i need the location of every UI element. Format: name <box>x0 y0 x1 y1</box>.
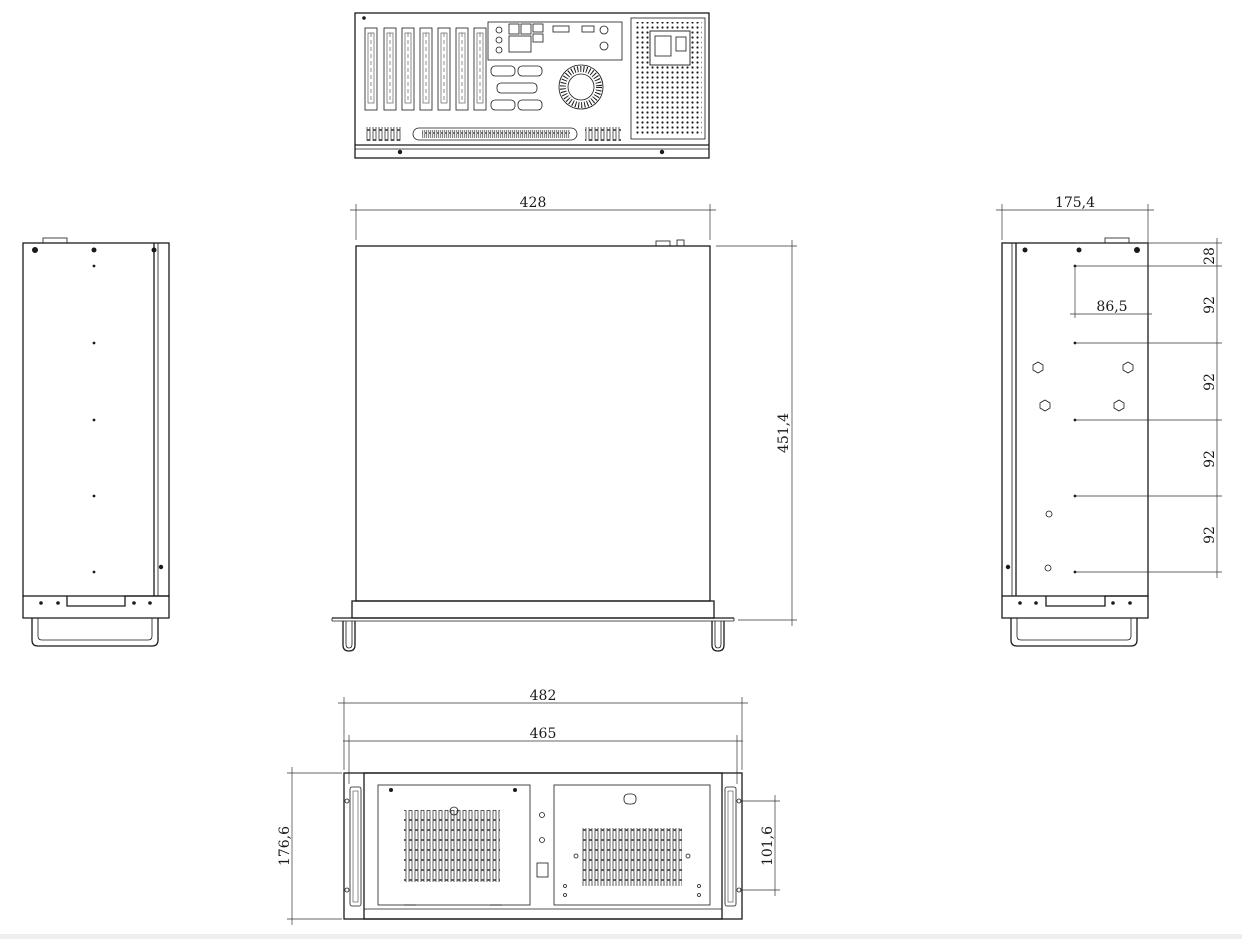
rear-fan <box>558 64 604 110</box>
expansion-slots <box>364 27 487 111</box>
dim-top-width: 428 <box>520 195 547 211</box>
right-side-view: 175,4 86,5 28 92 92 92 92 <box>996 195 1222 647</box>
dim-front-flange-width: 482 <box>530 688 557 704</box>
dim-side-offset-top: 28 <box>1202 247 1218 265</box>
bottom-edge <box>0 934 1242 939</box>
dim-front-handle-height: 101,6 <box>760 826 776 866</box>
rear-vents <box>365 127 621 141</box>
serial-connectors <box>490 65 543 111</box>
dim-front-mount-width: 465 <box>530 726 557 742</box>
rear-view <box>354 12 710 159</box>
io-panel <box>487 21 623 61</box>
power-supply <box>630 17 706 140</box>
left-side-view <box>22 237 170 647</box>
dim-front-height: 176,6 <box>277 826 293 866</box>
dim-side-pitch-3: 92 <box>1202 450 1218 468</box>
dim-side-pitch-4: 92 <box>1202 526 1218 544</box>
top-view: 428 451,4 <box>331 195 797 652</box>
dim-side-offset-horizontal: 86,5 <box>1096 299 1127 315</box>
dim-side-height: 175,4 <box>1055 195 1095 211</box>
dim-side-pitch-1: 92 <box>1202 296 1218 314</box>
dim-side-pitch-2: 92 <box>1202 373 1218 391</box>
front-view: 482 465 176,6 101,6 <box>277 688 780 925</box>
dim-top-depth: 451,4 <box>776 413 792 453</box>
